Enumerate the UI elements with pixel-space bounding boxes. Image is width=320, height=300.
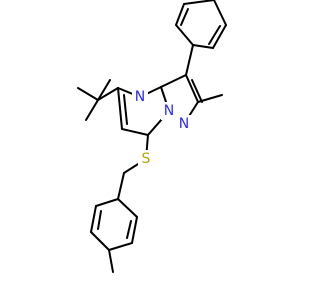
bond-phenyl-double-a [180,8,189,26]
molecule-diagram: N N N S [77,0,227,273]
mask-n-pyrazole [176,115,192,133]
bond-aryl-double-a [97,210,102,230]
bond-aryl-1 [95,198,119,207]
bond-tbu-methyl-1 [77,87,99,101]
bond-aryl-4 [108,242,133,251]
atom-label-n-pyrazole: N [179,116,189,132]
bond-aryl-double-b [126,220,132,239]
bond-aryl-methyl [108,249,114,273]
bond-c3-c2-double [191,79,203,103]
bond-tbu-methyl-2 [85,99,99,121]
bond-phenyl-1 [175,24,194,46]
bond-phenyl-2 [175,3,185,26]
bond-c3a-c3 [160,74,187,88]
mask-n-pyrimidine [132,88,148,106]
molecule-canvas: N N N S [77,0,227,273]
bond-phenyl-3 [183,0,215,5]
bond-phenyl-4 [213,0,227,26]
bond-aryl-5 [131,216,138,244]
bond-aryl-6 [117,198,138,218]
bond-phenyl-5 [212,24,227,49]
bond-phenyl-6 [192,44,214,49]
bond-c3-phenyl [185,44,194,76]
bond-phenyl-double-b [208,25,221,45]
bond-tbu-quaternary-to-ring [97,87,119,101]
bond-c3-c2 [185,74,199,103]
bond-aryl-3 [90,231,110,251]
bond-c6-c5-double [123,94,128,125]
mask-s-thioether [138,150,154,168]
atom-label-n-pyrimidine: N [135,89,145,105]
bond-c2-methyl [197,94,223,103]
bond-tbu-methyl-3 [97,79,111,101]
bond-ch2-aryl [117,172,125,200]
atom-label-n-bridgehead: N [164,103,174,119]
bond-aryl-2 [90,205,97,233]
bond-c6-c5 [117,87,123,130]
atom-label-s-thioether: S [142,151,151,167]
mask-n-bridgehead [161,102,177,120]
bond-c7-c6 [121,128,149,136]
